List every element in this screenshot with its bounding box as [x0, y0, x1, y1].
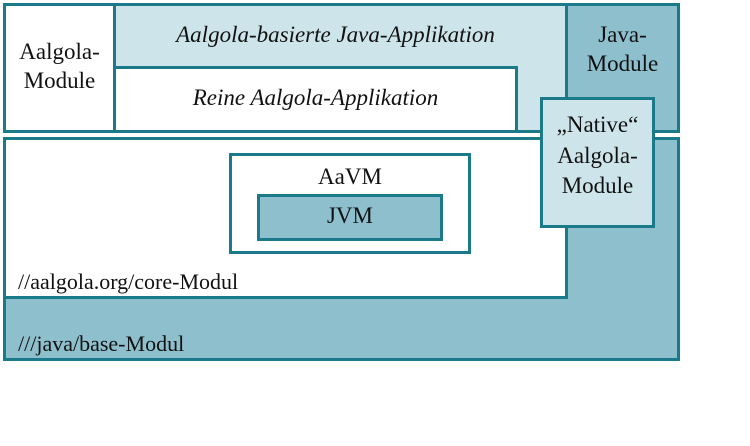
- aalgola-modules-line2: Module: [23, 67, 96, 93]
- native-aalgola-modules-box: [540, 97, 655, 228]
- pure-aalgola-app-box: [113, 66, 518, 133]
- java-modules-line2: Module: [586, 50, 659, 76]
- native-modules-line3: Module: [561, 173, 634, 199]
- aalgola-modules-box: [3, 3, 116, 133]
- native-modules-label: „Native“ Aalgola- Module: [540, 110, 655, 202]
- native-modules-line1: „Native“: [556, 112, 639, 137]
- aavm-label: AaVM: [318, 164, 382, 189]
- aalgola-java-app-label: Aalgola-basierte Java-Applikation: [176, 22, 495, 47]
- native-modules-line2: Aalgola-: [557, 142, 638, 168]
- jvm-label: JVM: [326, 203, 373, 228]
- java-modules-line1: Java-: [598, 22, 647, 47]
- core-module-label: //aalgola.org/core-Modul: [18, 269, 239, 294]
- java-modules-label: Java- Module: [565, 21, 680, 79]
- aalgola-modules-label: Aalgola- Module: [3, 38, 116, 96]
- aalgola-modules-line1: Aalgola-: [19, 39, 100, 64]
- pure-aalgola-app-label: Reine Aalgola-Applikation: [192, 85, 439, 110]
- jvm-box: [257, 194, 443, 241]
- base-module-label: ///java/base-Modul: [18, 331, 185, 356]
